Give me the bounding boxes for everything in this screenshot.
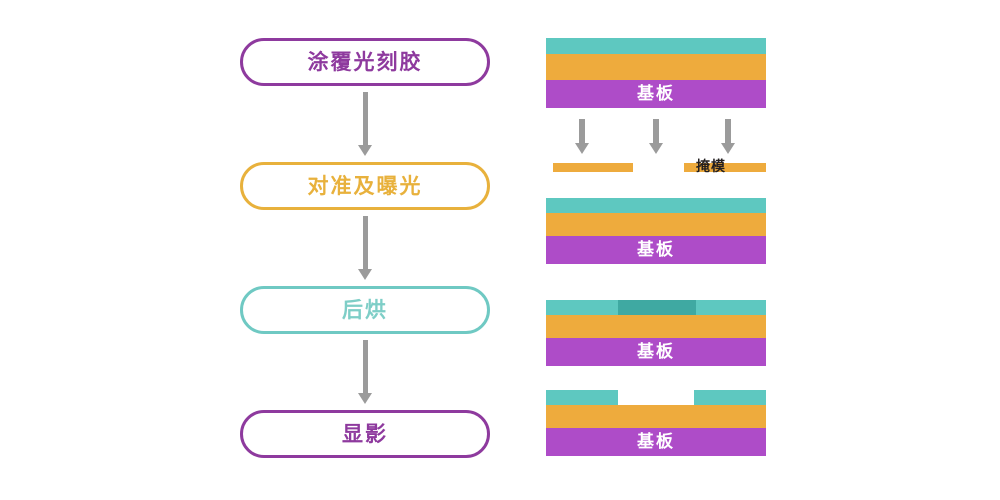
arrow-shaft bbox=[653, 119, 659, 143]
film-layer bbox=[546, 213, 766, 236]
flow-arrow-bake-to-develop bbox=[358, 340, 372, 404]
exposure-arrow-3 bbox=[721, 119, 735, 154]
film-layer bbox=[546, 54, 766, 80]
flow-node-develop-label: 显影 bbox=[342, 421, 388, 446]
arrow-shaft bbox=[363, 216, 368, 269]
cross-section-stack-exposed: 基板 bbox=[546, 300, 766, 366]
substrate-layer bbox=[546, 80, 766, 108]
cross-section-stack-developed: 基板 bbox=[546, 390, 766, 456]
substrate-label: 基板 bbox=[637, 342, 675, 362]
down-arrow-icon bbox=[721, 143, 735, 154]
cross-section-stack-coated: 基板 bbox=[546, 38, 766, 108]
substrate-label: 基板 bbox=[637, 84, 675, 104]
flow-node-bake-label: 后烘 bbox=[342, 297, 388, 322]
photoresist-layer-left bbox=[546, 390, 618, 405]
flow-node-coat-label: 涂覆光刻胶 bbox=[307, 49, 423, 74]
flow-node-expose[interactable]: 对准及曝光 bbox=[240, 162, 490, 210]
mask-bar-left bbox=[553, 163, 633, 172]
flow-node-bake[interactable]: 后烘 bbox=[240, 286, 490, 334]
exposed-photoresist-region bbox=[618, 300, 696, 315]
exposure-arrow-2 bbox=[649, 119, 663, 154]
substrate-layer bbox=[546, 236, 766, 264]
substrate-layer bbox=[546, 428, 766, 456]
substrate-label: 基板 bbox=[637, 432, 675, 452]
down-arrow-icon bbox=[358, 393, 372, 404]
exposure-arrow-1 bbox=[575, 119, 589, 154]
photoresist-layer-right bbox=[694, 390, 766, 405]
substrate-layer bbox=[546, 338, 766, 366]
film-layer bbox=[546, 315, 766, 338]
mask-bar-right bbox=[684, 163, 766, 172]
flow-node-expose-label: 对准及曝光 bbox=[307, 173, 423, 198]
down-arrow-icon bbox=[575, 143, 589, 154]
arrow-shaft bbox=[363, 340, 368, 393]
flow-node-develop[interactable]: 显影 bbox=[240, 410, 490, 458]
flow-arrow-coat-to-expose bbox=[358, 92, 372, 156]
film-layer bbox=[546, 405, 766, 428]
cross-section-stack-aligned: 基板 bbox=[546, 198, 766, 264]
down-arrow-icon bbox=[358, 145, 372, 156]
arrow-shaft bbox=[725, 119, 731, 143]
photoresist-layer bbox=[546, 38, 766, 54]
substrate-label: 基板 bbox=[637, 240, 675, 260]
arrow-shaft bbox=[579, 119, 585, 143]
down-arrow-icon bbox=[358, 269, 372, 280]
mask-label: 掩模 bbox=[696, 159, 726, 175]
arrow-shaft bbox=[363, 92, 368, 145]
flow-arrow-expose-to-bake bbox=[358, 216, 372, 280]
down-arrow-icon bbox=[649, 143, 663, 154]
photoresist-layer bbox=[546, 198, 766, 213]
flow-node-coat[interactable]: 涂覆光刻胶 bbox=[240, 38, 490, 86]
